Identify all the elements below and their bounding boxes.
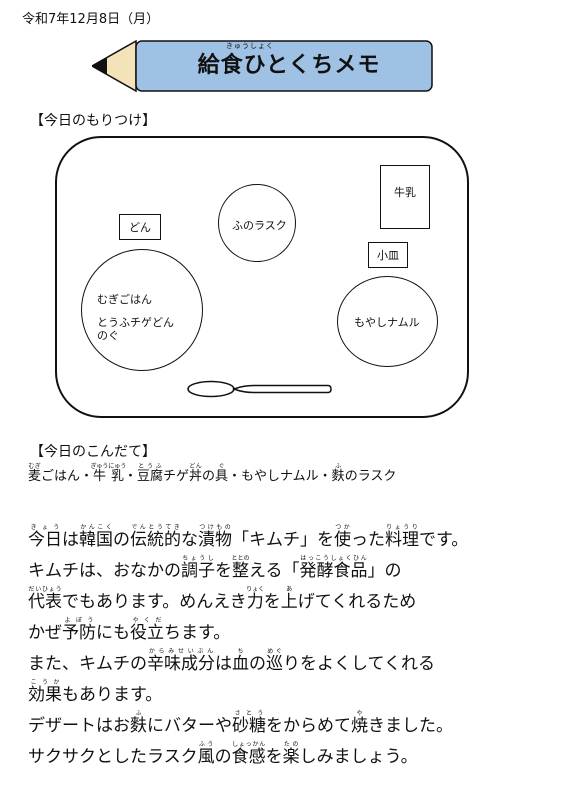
text-segment: える「 bbox=[249, 561, 300, 581]
ruby-word: 丼どん bbox=[189, 463, 203, 485]
text-segment: の bbox=[113, 530, 130, 550]
text-segment: を bbox=[263, 592, 281, 612]
text-segment: の bbox=[249, 654, 266, 674]
ruby-word: 上あ bbox=[280, 586, 298, 613]
ruby-word: 麩ふ bbox=[331, 463, 345, 485]
text-segment: もあります。 bbox=[62, 685, 163, 705]
text-segment: を bbox=[265, 747, 283, 767]
text-segment: にバターや bbox=[147, 716, 232, 736]
ruby-word: 血ち bbox=[232, 648, 249, 675]
message-line: 今日きょうは韓国かんこくの伝統的でんとうてきな漬物つけもの「キムチ」を使つかった… bbox=[28, 524, 558, 555]
text-segment: は bbox=[62, 530, 79, 550]
text-segment: 「キムチ」を bbox=[232, 530, 334, 550]
ruby-word: 予防よぼう bbox=[62, 617, 96, 644]
text-segment: また、キムチの bbox=[28, 654, 147, 674]
text-segment: かぜ bbox=[28, 623, 62, 643]
namul-label: もやしナムル bbox=[354, 316, 420, 329]
text-segment: は bbox=[215, 654, 232, 674]
ruby-word: 麦むぎ bbox=[28, 463, 42, 485]
ruby-word: 代表だいひょう bbox=[28, 586, 62, 613]
message-line: かぜ予防よぼうにも役立やくだちます。 bbox=[28, 617, 558, 648]
title-ruby: きゅうしょく bbox=[226, 42, 274, 50]
text-segment: チゲ bbox=[162, 469, 189, 484]
ruby-word: 伝統的でんとうてき bbox=[130, 524, 181, 551]
text-segment: のラスク bbox=[344, 469, 397, 484]
ruby-word: 整ととの bbox=[231, 555, 250, 582]
ruby-word: 漬物つけもの bbox=[198, 524, 232, 551]
ruby-word: 風ふう bbox=[197, 741, 215, 768]
ruby-word: 牛乳ぎゅうにゅう bbox=[90, 463, 127, 485]
ruby-word: 焼や bbox=[351, 710, 368, 737]
message-body: 今日きょうは韓国かんこくの伝統的でんとうてきな漬物つけもの「キムチ」を使つかった… bbox=[28, 524, 558, 772]
ruby-word: 料理りょうり bbox=[385, 524, 419, 551]
text-segment: な bbox=[181, 530, 198, 550]
message-line: 代表だいひょうでもあります。めんえき力りょくを上あげてくれるため bbox=[28, 586, 558, 617]
text-segment: の bbox=[214, 747, 232, 767]
ruby-word: 役立やくだ bbox=[130, 617, 164, 644]
bowl-label-2: とうふチゲどん bbox=[97, 316, 174, 329]
ruby-word: 調子ちょうし bbox=[181, 555, 215, 582]
message-line: デザートはお麩ふにバターや砂糖さとうをからめて焼やきました。 bbox=[28, 710, 558, 741]
ruby-word: 豆腐とうふ bbox=[136, 463, 163, 485]
food-tray-diagram bbox=[55, 136, 469, 418]
ruby-word: 麩ふ bbox=[130, 710, 147, 737]
bowl-circle bbox=[81, 249, 203, 371]
spoon-icon bbox=[187, 380, 332, 398]
bowl-label-3: のぐ bbox=[97, 329, 119, 342]
ruby-word: 力りょく bbox=[246, 586, 265, 613]
text-segment: ちます。 bbox=[164, 623, 231, 643]
rusk-label: ふのラスク bbox=[232, 219, 287, 232]
ruby-word: 食感しょっかん bbox=[231, 741, 266, 768]
tray-section-label: 【今日のもりつけ】 bbox=[30, 113, 157, 129]
text-segment: きました。 bbox=[368, 716, 453, 736]
title-banner: きゅうしょく 給食ひとくちメモ bbox=[92, 38, 437, 92]
date-text: 令和7年12月8日（月） bbox=[22, 12, 160, 27]
text-segment: を bbox=[215, 561, 232, 581]
menu-section-label: 【今日のこんだて】 bbox=[30, 444, 156, 460]
bowl-label-1: むぎごはん bbox=[97, 293, 152, 306]
ruby-word: 巡めぐ bbox=[266, 648, 283, 675]
ruby-word: 効果こうか bbox=[28, 679, 62, 706]
message-line: サクサクとしたラスク風ふうの食感しょっかんを楽たのしみましょう。 bbox=[28, 741, 558, 772]
text-segment: 」の bbox=[367, 561, 402, 581]
menu-list: 麦むぎごはん・牛乳ぎゅうにゅう・豆腐とうふチゲ丼どんの具ぐ・もやしナムル・麩ふの… bbox=[28, 462, 396, 492]
pencil-icon bbox=[92, 39, 433, 92]
text-segment: りをよくしてくれる bbox=[283, 654, 435, 674]
kozara-label: 小皿 bbox=[377, 249, 399, 262]
message-line: キムチは、おなかの調子ちょうしを整ととのえる「発酵食品はっこうしょくひん」の bbox=[28, 555, 558, 586]
milk-label: 牛乳 bbox=[394, 186, 416, 199]
text-segment: げてくれるため bbox=[297, 592, 417, 612]
message-line: また、キムチの辛味成分からみせいぶんは血ちの巡めぐりをよくしてくれる bbox=[28, 648, 558, 679]
text-segment: キムチは、おなかの bbox=[28, 561, 181, 581]
ruby-word: 砂糖さとう bbox=[232, 710, 266, 737]
text-segment: ・もやしナムル・ bbox=[228, 469, 332, 484]
text-segment: しみましょう。 bbox=[299, 747, 418, 767]
text-segment: ・ bbox=[123, 469, 137, 484]
don-label-box: どん bbox=[119, 214, 161, 240]
ruby-word: 辛味成分からみせいぶん bbox=[147, 648, 215, 675]
rusk-circle bbox=[218, 184, 296, 262]
text-segment: をからめて bbox=[266, 716, 351, 736]
text-segment: ごはん・ bbox=[41, 469, 94, 484]
ruby-word: 韓国かんこく bbox=[79, 524, 113, 551]
ruby-word: 楽たの bbox=[282, 741, 300, 768]
ruby-word: 使つか bbox=[334, 524, 351, 551]
text-segment: サクサクとしたラスク bbox=[28, 747, 198, 767]
text-segment: です。 bbox=[419, 530, 469, 550]
don-label: どん bbox=[129, 221, 151, 234]
ruby-word: 具ぐ bbox=[215, 463, 229, 485]
ruby-word: 今日きょう bbox=[28, 524, 62, 551]
title-block: きゅうしょく 給食ひとくちメモ bbox=[154, 42, 424, 81]
page-title: 給食ひとくちメモ bbox=[197, 53, 381, 78]
text-segment: でもあります。めんえき bbox=[62, 592, 247, 612]
text-segment: った bbox=[351, 530, 385, 550]
namul-plate-circle bbox=[337, 276, 438, 367]
text-segment: デザートはお bbox=[28, 716, 130, 736]
kozara-label-box: 小皿 bbox=[368, 242, 408, 268]
text-segment: の bbox=[202, 469, 216, 484]
ruby-word: 発酵食品はっこうしょくひん bbox=[299, 555, 368, 582]
message-line: 効果こうかもあります。 bbox=[28, 679, 558, 710]
milk-box: 牛乳 bbox=[380, 165, 430, 229]
text-segment: にも bbox=[96, 623, 130, 643]
